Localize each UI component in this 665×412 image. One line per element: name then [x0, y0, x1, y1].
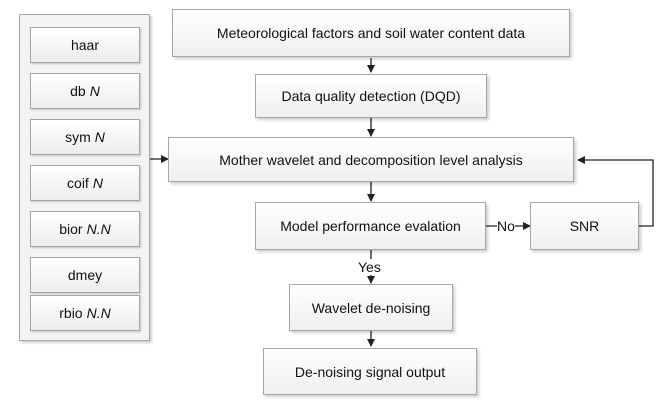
edge-label-yes: Yes	[358, 259, 381, 275]
wavelet-dmey-name: dmey	[67, 267, 103, 283]
step-dqd: Data quality detection (DQD)	[255, 74, 487, 118]
step-dqd-label: Data quality detection (DQD)	[281, 88, 461, 104]
wavelet-sym-name: sym	[65, 129, 91, 145]
wavelet-rbio-param: N.N	[86, 305, 111, 321]
wavelet-sym-param: N	[94, 129, 105, 145]
step-data-input: Meteorological factors and soil water co…	[172, 9, 570, 57]
wavelet-haar-name: haar	[70, 37, 100, 53]
step-data-input-label: Meteorological factors and soil water co…	[216, 25, 526, 41]
wavelet-db-name: db	[70, 83, 86, 99]
wavelet-coif-param: N	[92, 175, 103, 191]
step-mother-wavelet: Mother wavelet and decomposition level a…	[168, 137, 574, 182]
wavelet-haar: haar	[30, 27, 140, 63]
wavelet-bior-name: bior	[59, 221, 83, 237]
step-performance-label: Model performance evalation	[280, 218, 461, 234]
step-mother-wavelet-label: Mother wavelet and decomposition level a…	[219, 151, 523, 168]
step-snr-label: SNR	[569, 218, 600, 234]
arrow-snr-feedback	[577, 156, 654, 227]
step-performance: Model performance evalation	[255, 202, 486, 250]
wavelet-rbio-name: rbio	[59, 305, 83, 321]
wavelet-dmey: dmey	[30, 257, 140, 293]
wavelet-coif-name: coif	[67, 175, 89, 191]
wavelet-bior-param: N.N	[86, 221, 111, 237]
step-denoising: Wavelet de-noising	[289, 284, 453, 331]
step-snr: SNR	[530, 202, 639, 250]
wavelet-db-param: N	[89, 83, 100, 99]
step-denoising-label: Wavelet de-noising	[311, 299, 431, 316]
step-output-label: De-noising signal output	[294, 363, 446, 380]
edge-label-no: No	[497, 218, 515, 234]
step-output: De-noising signal output	[263, 348, 477, 395]
